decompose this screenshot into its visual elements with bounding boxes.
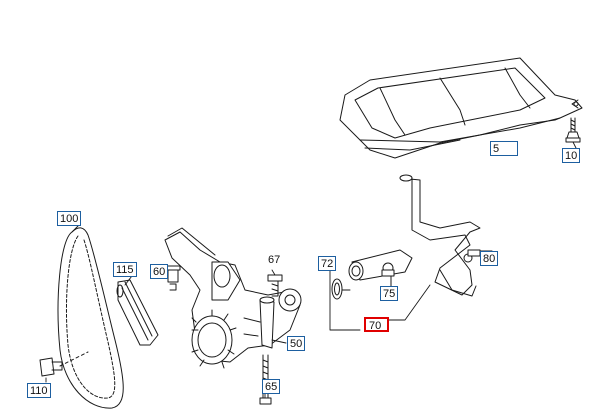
bolt-60-drawing xyxy=(165,265,181,291)
callout-60[interactable]: 60 xyxy=(150,264,169,279)
callout-70-selected[interactable]: 70 xyxy=(364,317,389,332)
bolt-110-drawing xyxy=(39,351,89,377)
timing-chain-drawing xyxy=(57,227,124,409)
callout-75[interactable]: 75 xyxy=(380,286,399,301)
callout-80[interactable]: 80 xyxy=(480,251,499,266)
bolt-10-drawing xyxy=(565,117,581,143)
callout-10[interactable]: 10 xyxy=(562,148,581,163)
chain-rail-drawing xyxy=(116,279,159,346)
o-ring-72-drawing xyxy=(331,278,343,300)
callout-5[interactable]: 5 xyxy=(490,141,518,156)
label-67[interactable]: 67 xyxy=(268,254,281,266)
oil-pump-drawing xyxy=(164,227,302,369)
callout-115[interactable]: 115 xyxy=(113,262,137,277)
callout-100[interactable]: 100 xyxy=(57,211,82,226)
callout-110[interactable]: 110 xyxy=(27,383,51,398)
oil-suction-pipe-drawing xyxy=(348,174,481,297)
callout-65[interactable]: 65 xyxy=(262,379,281,394)
callout-50[interactable]: 50 xyxy=(287,336,306,351)
oil-pan-cover-drawing xyxy=(339,57,583,159)
callout-72[interactable]: 72 xyxy=(318,256,337,271)
bolt-67-drawing xyxy=(267,274,283,297)
